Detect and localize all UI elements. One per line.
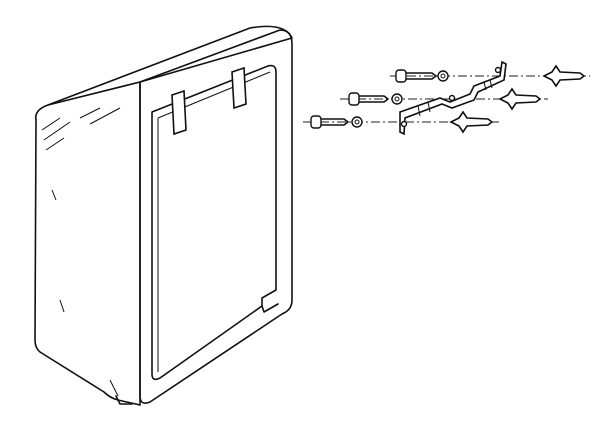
wall-anchor-middle xyxy=(498,87,542,111)
mounting-bracket xyxy=(399,60,507,136)
bolt-top xyxy=(395,69,449,83)
enclosure-front-face xyxy=(139,29,293,404)
bolt-bottom xyxy=(310,115,363,129)
wall-anchor-bottom xyxy=(449,110,494,134)
enclosure-cover-panel xyxy=(151,64,277,381)
bolt-middle xyxy=(348,92,403,106)
enclosure-side-face xyxy=(34,81,141,406)
hinge-tab-left xyxy=(171,89,187,136)
wall-anchor-top xyxy=(542,64,586,88)
enclosure-top-face xyxy=(47,25,293,106)
enclosure-box xyxy=(34,25,293,406)
hinge-tab-right xyxy=(231,66,247,110)
